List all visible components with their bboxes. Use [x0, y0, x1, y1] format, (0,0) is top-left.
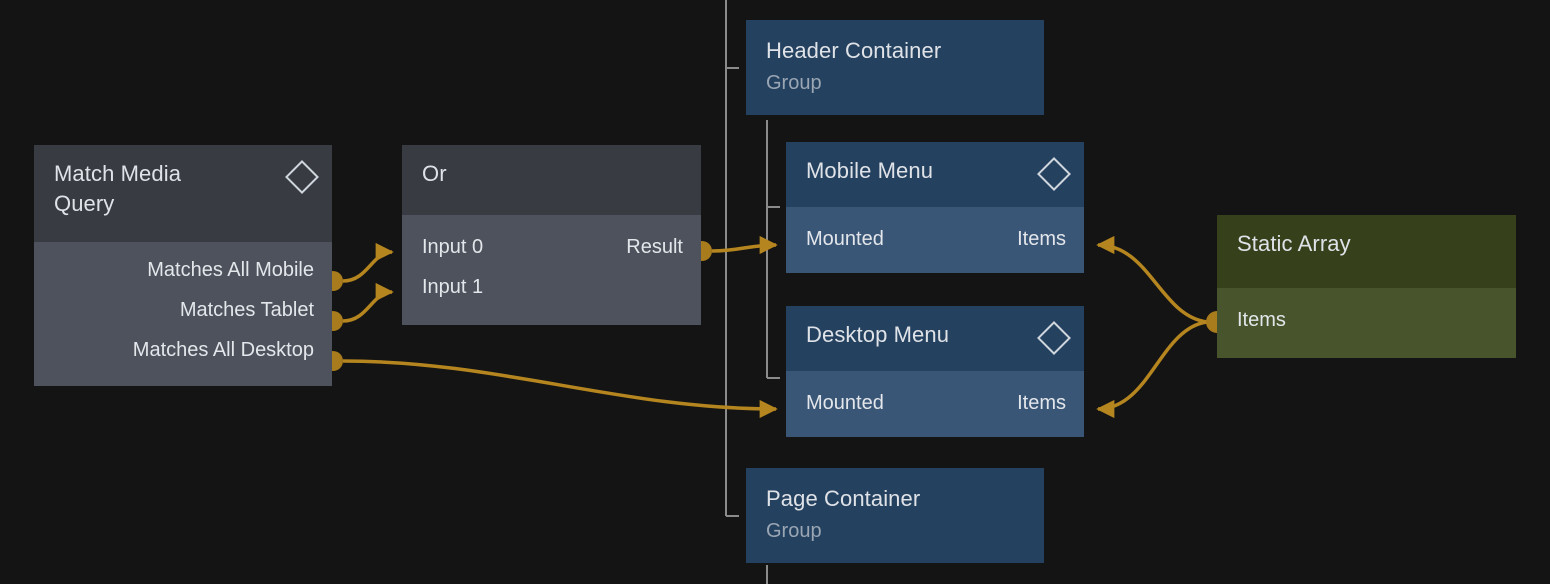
node-desktop-menu-header[interactable]: Desktop Menu	[786, 306, 1084, 371]
node-mobile-menu-header[interactable]: Mobile Menu	[786, 142, 1084, 207]
node-mobile-menu[interactable]: Mobile Menu Mounted Items	[786, 142, 1084, 273]
port-label-matches-all-desktop: Matches All Desktop	[132, 339, 314, 361]
node-match-media-query[interactable]: Match Media Query Matches All Mobile Mat…	[34, 145, 332, 386]
port-row-desktop-menu-ports[interactable]: Mounted Items	[786, 383, 1084, 423]
node-header-container-title: Header Container	[766, 38, 942, 63]
port-label-result: Result	[626, 236, 683, 258]
node-desktop-menu-body: Mounted Items	[786, 371, 1084, 437]
port-row-matches-all-desktop[interactable]: Matches All Desktop	[34, 330, 332, 370]
node-header-container-subtitle: Group	[766, 72, 822, 94]
node-static-array-body: Items	[1217, 288, 1516, 358]
port-row-matches-all-mobile[interactable]: Matches All Mobile	[34, 250, 332, 290]
node-page-container[interactable]: Page Container Group	[746, 468, 1044, 563]
port-label-desktop-items: Items	[1017, 392, 1066, 414]
port-row-matches-tablet[interactable]: Matches Tablet	[34, 290, 332, 330]
diamond-icon	[1037, 157, 1071, 191]
node-match-media-query-title: Match Media Query	[54, 161, 182, 216]
node-header-container[interactable]: Header Container Group	[746, 20, 1044, 115]
node-or-body: Input 0 Result Input 1	[402, 215, 701, 325]
wire-static-array-to-desktop-items	[1096, 320, 1208, 419]
port-row-or-input1[interactable]: Input 1	[402, 267, 701, 307]
wire-matches-all-desktop-to-desktop-mounted	[323, 351, 778, 419]
wire-matches-all-mobile-to-input0	[323, 242, 394, 291]
port-label-static-array-items: Items	[1237, 309, 1286, 331]
port-label-matches-all-mobile: Matches All Mobile	[147, 259, 314, 281]
port-row-static-array-items[interactable]: Items	[1217, 300, 1516, 340]
node-page-container-title: Page Container	[766, 486, 921, 511]
wire-result-to-mobile-mounted	[692, 235, 778, 261]
node-page-container-subtitle: Group	[766, 520, 822, 542]
diamond-icon	[1037, 321, 1071, 355]
node-static-array[interactable]: Static Array Items	[1217, 215, 1516, 358]
node-mobile-menu-title: Mobile Menu	[806, 158, 934, 183]
wire-matches-tablet-to-input1	[323, 282, 394, 331]
wire-static-array-to-mobile-items	[1096, 235, 1208, 324]
node-or[interactable]: Or Input 0 Result Input 1	[402, 145, 701, 325]
node-or-header[interactable]: Or	[402, 145, 701, 215]
node-page-container-header[interactable]: Page Container Group	[746, 468, 1044, 563]
node-static-array-header[interactable]: Static Array	[1217, 215, 1516, 288]
port-label-mobile-items: Items	[1017, 228, 1066, 250]
node-match-media-query-header[interactable]: Match Media Query	[34, 145, 332, 242]
diamond-icon	[285, 160, 319, 194]
port-row-mobile-menu-ports[interactable]: Mounted Items	[786, 219, 1084, 259]
port-label-input-1: Input 1	[422, 276, 484, 298]
node-or-title: Or	[422, 161, 447, 186]
port-label-desktop-mounted: Mounted	[806, 392, 884, 414]
node-header-container-header[interactable]: Header Container Group	[746, 20, 1044, 115]
port-row-or-input0[interactable]: Input 0 Result	[402, 227, 701, 267]
node-desktop-menu[interactable]: Desktop Menu Mounted Items	[786, 306, 1084, 437]
port-label-input-0: Input 0	[422, 236, 484, 258]
port-label-mobile-mounted: Mounted	[806, 228, 884, 250]
node-static-array-title: Static Array	[1237, 231, 1351, 256]
node-mobile-menu-body: Mounted Items	[786, 207, 1084, 273]
node-desktop-menu-title: Desktop Menu	[806, 322, 950, 347]
node-match-media-query-body: Matches All Mobile Matches Tablet Matche…	[34, 242, 332, 386]
port-label-matches-tablet: Matches Tablet	[179, 299, 314, 321]
